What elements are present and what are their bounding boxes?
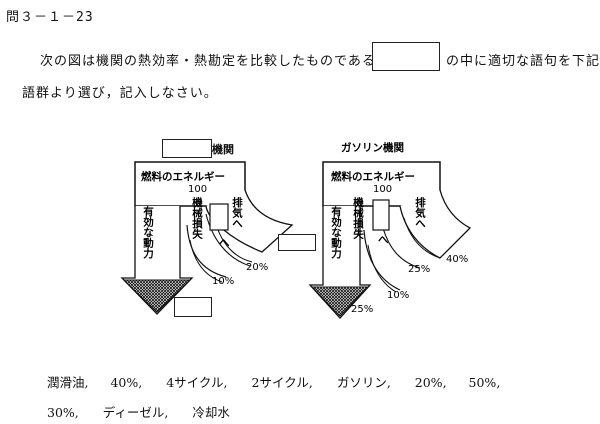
left-useful-work-label: 有効な動力 bbox=[142, 205, 154, 259]
left-to-arrow-label: へ bbox=[219, 237, 230, 249]
word-bank-row-1: 潤滑油, 40%, 4サイクル, 2サイクル, ガソリン, 20%, 50%, bbox=[47, 372, 500, 391]
left-exhaust-label: 排気へ bbox=[231, 196, 243, 228]
word-8: 30%, bbox=[47, 405, 79, 420]
word-bank-row-2: 30%, ディーゼル, 冷却水 bbox=[47, 402, 230, 421]
right-mechanical-loss-label: 機械損失 bbox=[352, 196, 364, 240]
left-value-20: 20% bbox=[246, 262, 268, 273]
word-3: 4サイクル, bbox=[166, 375, 228, 390]
left-fuel-energy-label: 燃料のエネルギー bbox=[141, 170, 225, 183]
question-text-after: の中に適切な語句を下記 bbox=[446, 54, 600, 69]
question-number: 問３－１－23 bbox=[6, 10, 94, 25]
word-6: 20%, bbox=[414, 375, 447, 390]
word-7: 50%, bbox=[468, 375, 501, 390]
answer-blank-middle[interactable] bbox=[278, 234, 316, 251]
word-5: ガソリン, bbox=[336, 375, 391, 390]
right-fuel-energy-label: 燃料のエネルギー bbox=[331, 170, 415, 183]
question-text-before: 次の図は機関の熱効率・熱勘定を比較したものである。 bbox=[40, 54, 390, 69]
word-1: 潤滑油, bbox=[47, 375, 89, 390]
left-value-10: 10% bbox=[212, 276, 234, 287]
answer-blank-main[interactable] bbox=[372, 42, 440, 71]
right-total-label: 100 bbox=[373, 184, 392, 195]
word-9: ディーゼル, bbox=[102, 405, 169, 420]
left-engine-suffix: 機関 bbox=[212, 143, 234, 156]
right-value-25-mid: 25% bbox=[408, 264, 430, 275]
right-useful-work-label: 有効な動力 bbox=[330, 205, 342, 259]
right-engine-diagram bbox=[308, 161, 472, 319]
word-10: 冷却水 bbox=[192, 405, 230, 420]
answer-blank-left-useful[interactable] bbox=[174, 297, 212, 317]
right-value-25-useful: 25% bbox=[351, 304, 373, 315]
left-mechanical-loss-label: 機械損失 bbox=[191, 196, 203, 240]
left-engine-diagram bbox=[120, 161, 294, 315]
question-text-line2: 語群より選び，記入しなさい。 bbox=[22, 86, 218, 101]
right-exhaust-label: 排気へ bbox=[414, 196, 426, 228]
question-text-line1: 次の図は機関の熱効率・熱勘定を比較したものである。 bbox=[40, 50, 390, 69]
right-value-40: 40% bbox=[446, 254, 468, 265]
word-4: 2サイクル, bbox=[251, 375, 313, 390]
word-2: 40%, bbox=[110, 375, 143, 390]
right-value-10: 10% bbox=[387, 290, 409, 301]
left-total-label: 100 bbox=[188, 184, 207, 195]
answer-blank-engine-type[interactable] bbox=[162, 139, 212, 158]
right-engine-title: ガソリン機関 bbox=[341, 141, 404, 154]
right-to-arrow-label: へ bbox=[378, 234, 389, 246]
